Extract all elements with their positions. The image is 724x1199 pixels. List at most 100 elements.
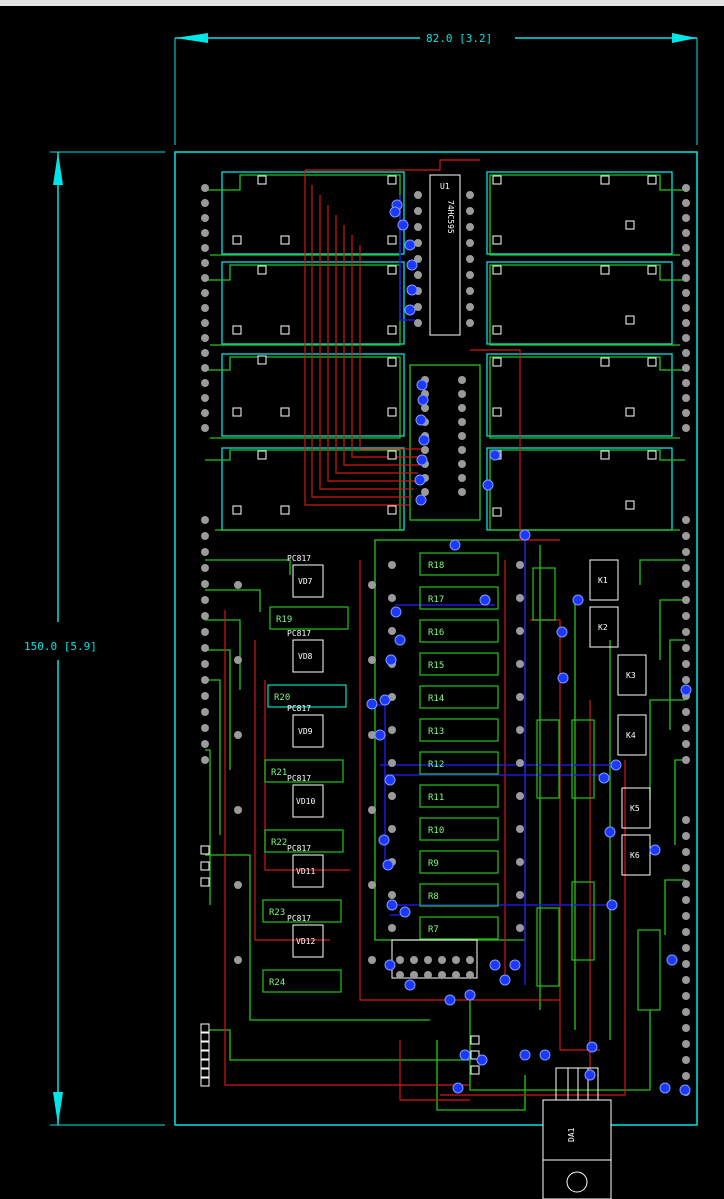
bottom-layer-traces <box>205 174 685 1111</box>
pad <box>421 488 429 496</box>
via <box>586 1041 598 1053</box>
pad <box>516 726 524 734</box>
pad <box>682 612 690 620</box>
via <box>499 974 511 986</box>
via <box>459 1049 471 1061</box>
via <box>666 954 678 966</box>
pad <box>682 364 690 372</box>
pad <box>410 971 418 979</box>
pad <box>234 581 242 589</box>
pad <box>201 304 209 312</box>
pad <box>368 656 376 664</box>
pad <box>410 956 418 964</box>
pad <box>682 349 690 357</box>
via <box>479 594 491 606</box>
svg-text:PC817: PC817 <box>287 914 311 923</box>
via <box>416 454 428 466</box>
pad <box>647 357 657 367</box>
pad <box>682 184 690 192</box>
pad <box>466 255 474 263</box>
pad <box>414 271 422 279</box>
pad <box>682 1008 690 1016</box>
pad <box>466 319 474 327</box>
pad <box>234 656 242 664</box>
pad <box>387 357 397 367</box>
pad <box>516 627 524 635</box>
pad <box>368 581 376 589</box>
top-layer-traces <box>224 159 626 1101</box>
pad <box>414 239 422 247</box>
pad <box>682 724 690 732</box>
pad <box>414 223 422 231</box>
via <box>406 259 418 271</box>
pad <box>682 756 690 764</box>
pad <box>682 580 690 588</box>
pad <box>682 1056 690 1064</box>
pad <box>466 239 474 247</box>
svg-text:R20: R20 <box>274 693 290 703</box>
pad <box>368 731 376 739</box>
left-resistor-labels: R19 R20 R21 R22 R23 R24 <box>269 615 292 988</box>
pad <box>682 244 690 252</box>
board-outline <box>174 151 698 1126</box>
pad <box>280 505 290 515</box>
pad <box>458 474 466 482</box>
svg-text:PC817: PC817 <box>287 704 311 713</box>
pad <box>682 199 690 207</box>
via <box>379 694 391 706</box>
pad <box>201 229 209 237</box>
pad <box>458 376 466 384</box>
pad <box>470 1035 480 1045</box>
pad <box>200 1059 210 1069</box>
svg-text:К4: К4 <box>626 731 636 740</box>
pad <box>466 271 474 279</box>
via <box>406 284 418 296</box>
pad <box>682 912 690 920</box>
svg-text:R11: R11 <box>428 793 444 803</box>
via <box>679 1084 691 1096</box>
pad <box>201 274 209 282</box>
pad <box>682 596 690 604</box>
pad <box>234 731 242 739</box>
svg-text:VD8: VD8 <box>298 652 313 661</box>
pcb-pads <box>200 175 690 1096</box>
pad <box>388 594 396 602</box>
ic-u1[interactable]: U1 74HC595 <box>429 174 461 336</box>
pad <box>232 235 242 245</box>
pad <box>200 1077 210 1087</box>
via <box>572 594 584 606</box>
pad <box>682 259 690 267</box>
pad <box>201 612 209 620</box>
via <box>384 959 396 971</box>
pad <box>414 207 422 215</box>
via <box>394 634 406 646</box>
regulator-outline <box>542 1099 612 1199</box>
svg-text:К3: К3 <box>626 671 636 680</box>
pad <box>682 944 690 952</box>
pad <box>424 956 432 964</box>
width-dimension-label: 82.0 [3.2] <box>426 32 492 45</box>
pad <box>516 660 524 668</box>
via <box>464 989 476 1001</box>
pad <box>201 424 209 432</box>
pad <box>458 446 466 454</box>
pad <box>201 379 209 387</box>
svg-text:К6: К6 <box>630 851 640 860</box>
via <box>415 494 427 506</box>
svg-text:R23: R23 <box>269 908 285 918</box>
via <box>606 899 618 911</box>
pad <box>625 407 635 417</box>
pad <box>466 207 474 215</box>
pad <box>200 845 210 855</box>
width-dimension: 82.0 [3.2] <box>174 32 698 145</box>
via <box>584 1069 596 1081</box>
pad <box>625 220 635 230</box>
pad <box>492 235 502 245</box>
pad <box>201 692 209 700</box>
via <box>557 672 569 684</box>
pad <box>414 303 422 311</box>
svg-text:R8: R8 <box>428 892 439 902</box>
pad <box>516 594 524 602</box>
pad <box>201 740 209 748</box>
